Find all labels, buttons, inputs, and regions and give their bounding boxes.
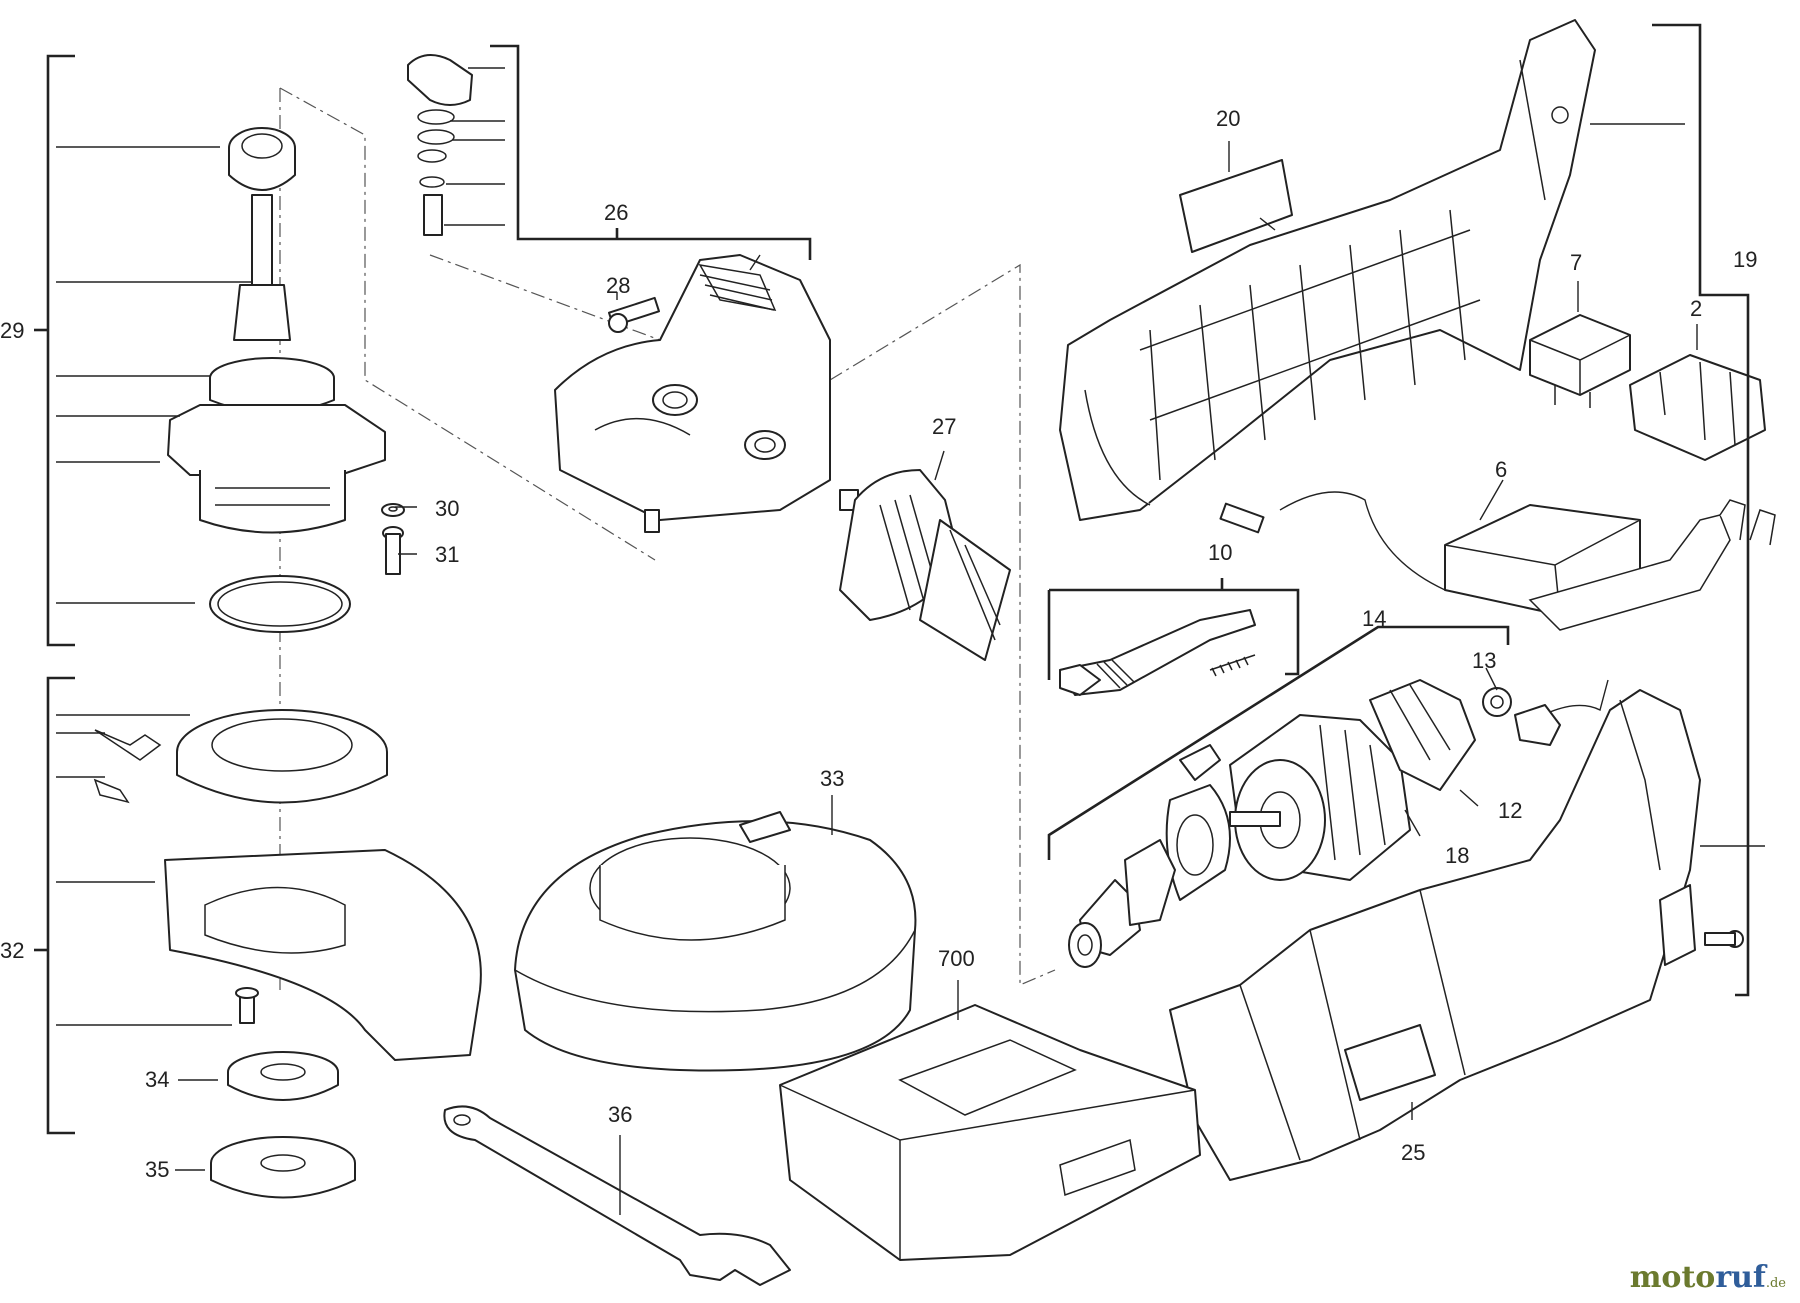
alignment-lines: [279, 87, 1056, 990]
callout-2: 2: [1690, 296, 1702, 321]
part-12: [1514, 679, 1609, 746]
rear-housing-25: [1169, 689, 1744, 1181]
leader-lines: [56, 67, 1765, 1215]
callout-26: 26: [604, 200, 628, 225]
watermark-text-a: moto: [1629, 1260, 1716, 1295]
watermark-text-b: ruf: [1715, 1260, 1766, 1295]
bearing-13: [1482, 687, 1512, 717]
callout-27: 27: [932, 414, 956, 439]
wheel-guard-33: [514, 811, 917, 1072]
callout-6: 6: [1495, 457, 1507, 482]
callout-20: 20: [1216, 106, 1240, 131]
spindle-assembly: [167, 127, 386, 633]
armature-27: [839, 469, 1011, 661]
callout-29: 29: [0, 318, 24, 343]
field-stator-18: [1229, 679, 1476, 881]
callout-35: 35: [145, 1157, 169, 1182]
screw-31: [382, 526, 404, 575]
part-2: [1629, 354, 1766, 461]
watermark-logo: motoruf.de: [1630, 1260, 1786, 1295]
spanner-36: [443, 1105, 791, 1286]
screw-28: [608, 296, 660, 333]
callout-10: 10: [1208, 540, 1232, 565]
callout-19: 19: [1733, 247, 1757, 272]
callout-14: 14: [1362, 606, 1386, 631]
guard-assembly: [93, 709, 482, 1061]
battery-700: [779, 1004, 1201, 1261]
callout-36: 36: [608, 1102, 632, 1127]
switch-lever-10: [1059, 609, 1256, 696]
callout-12: 12: [1498, 798, 1522, 823]
callout-700: 700: [938, 946, 975, 971]
callout-labels: 29 26 28 27 30 31 32 33 34 35 36 700 20 …: [0, 106, 1757, 1182]
label-20: [1179, 159, 1293, 253]
callout-13: 13: [1472, 648, 1496, 673]
part-7: [1529, 314, 1631, 408]
lock-button-kit: [407, 54, 473, 236]
callout-25: 25: [1401, 1140, 1425, 1165]
callout-34: 34: [145, 1067, 169, 1092]
callout-7: 7: [1570, 250, 1582, 275]
washer-30: [381, 503, 405, 517]
fan-group: [1068, 744, 1231, 968]
callout-32: 32: [0, 938, 24, 963]
brackets: [34, 23, 1750, 1135]
callout-28: 28: [606, 273, 630, 298]
callout-31: 31: [435, 542, 459, 567]
callout-18: 18: [1445, 843, 1469, 868]
part-6: [1219, 491, 1776, 631]
motor-housing: [1059, 19, 1596, 521]
gear-housing: [554, 254, 831, 533]
watermark-suffix: .de: [1765, 1276, 1786, 1291]
callout-33: 33: [820, 766, 844, 791]
callout-30: 30: [435, 496, 459, 521]
locknut-35: [210, 1136, 356, 1199]
flange-34: [227, 1051, 339, 1101]
